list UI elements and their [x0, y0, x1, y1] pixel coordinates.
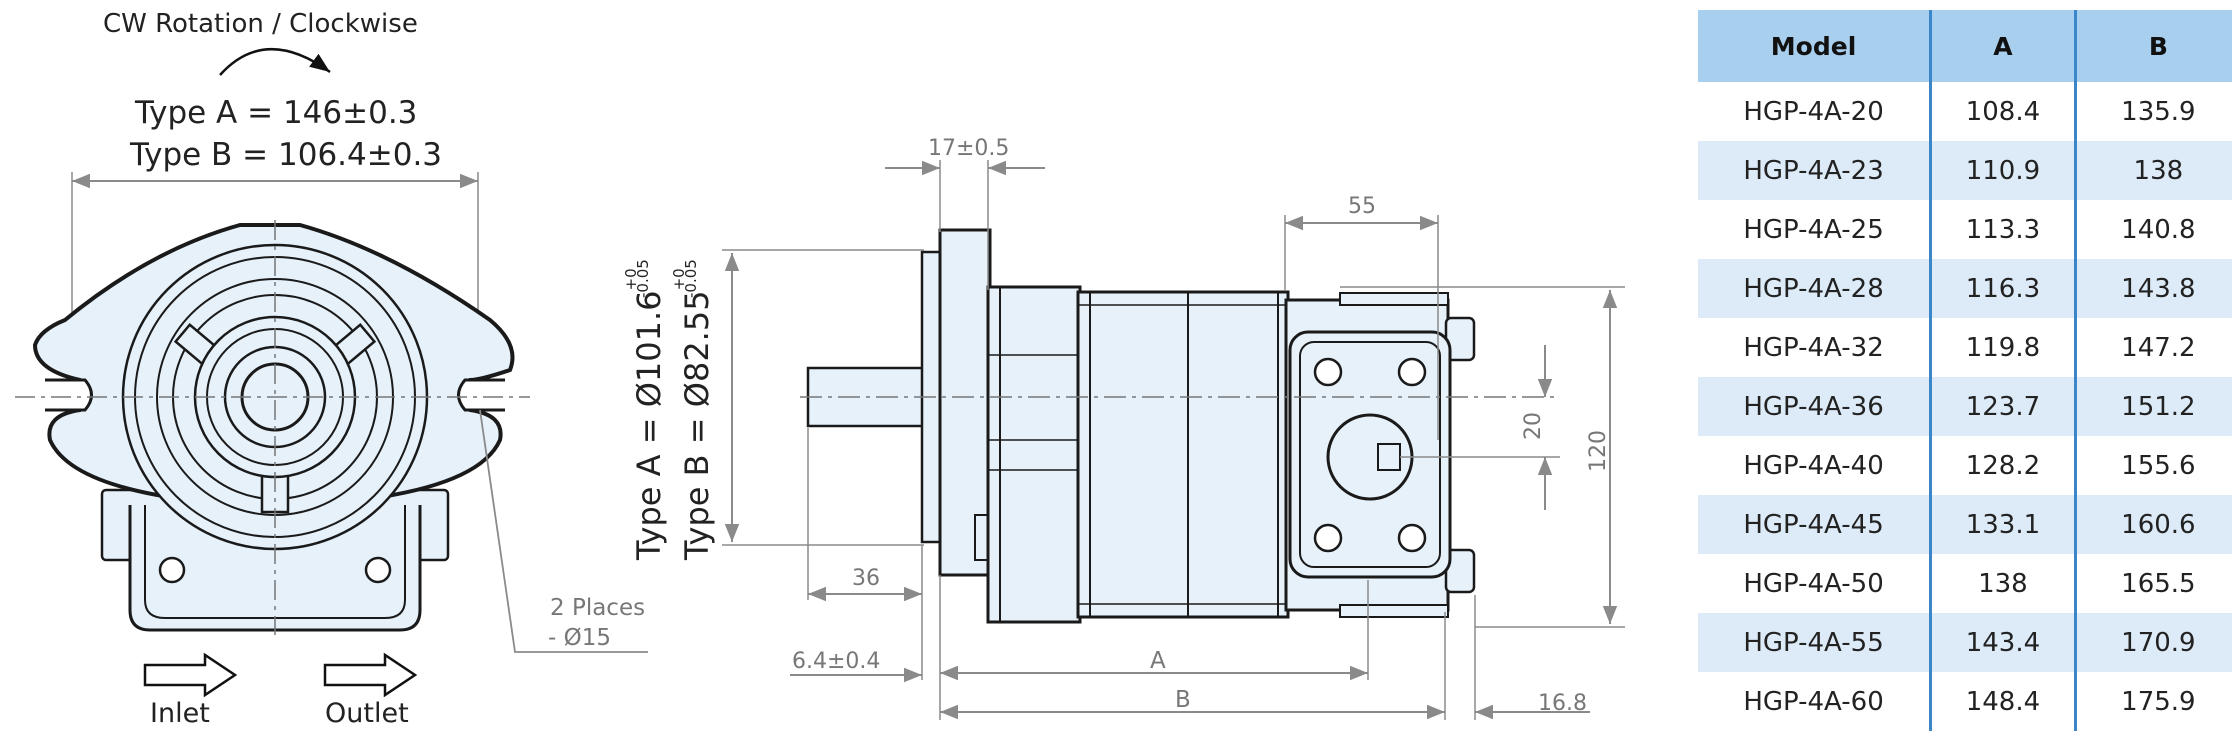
rotation-arrow [219, 48, 331, 76]
technical-drawing: CW Rotation / Clockwise Type A = 146±0.3… [15, 9, 1625, 729]
port-offset-label: 55 [1348, 194, 1376, 219]
cell-model: HGP-4A-32 [1698, 318, 1933, 377]
cell-a: 108.4 [1930, 82, 2077, 141]
header-b: B [2075, 10, 2232, 82]
cell-model: HGP-4A-36 [1698, 377, 1933, 436]
type-b-pilot-tol-lower: -0.05 [682, 259, 700, 298]
shaft-length-label: 36 [852, 566, 880, 591]
side-view: 17±0.5 55 Type A = Ø101.6+0 -0.05 Type B… [622, 136, 1625, 720]
port-bolt-hole-left [158, 556, 186, 584]
cell-a: 128.2 [1930, 436, 2077, 495]
cell-b: 147.2 [2121, 332, 2196, 363]
cell-model: HGP-4A-28 [1698, 259, 1933, 318]
mount-holes-line2: - Ø15 [548, 625, 611, 651]
cell-a: 110.9 [1930, 141, 2077, 200]
header-a: A [1930, 10, 2077, 82]
shaft-offset-label: 6.4±0.4 [792, 649, 880, 674]
cell-model: HGP-4A-60 [1698, 672, 1933, 731]
dimension-b-label: B [1175, 687, 1191, 713]
cell-a: 113.3 [1930, 200, 2077, 259]
cell-a: 138 [1930, 554, 2077, 613]
cell-a: 123.7 [1930, 377, 2077, 436]
cell-model: HGP-4A-45 [1698, 495, 1933, 554]
inlet-label: Inlet [150, 698, 210, 729]
type-b-pilot-label: Type B = Ø82.55+0 [670, 268, 716, 561]
type-a-pilot-label: Type A = Ø101.6+0 [622, 268, 668, 561]
cell-b: 155.6 [2121, 450, 2196, 481]
type-a-width-label: Type A = 146±0.3 [134, 95, 417, 131]
cell-b: 165.5 [2121, 568, 2196, 599]
cell-model: HGP-4A-25 [1698, 200, 1933, 259]
outlet-arrow-icon [323, 652, 418, 698]
type-a-pilot-tol-lower: -0.05 [634, 259, 652, 298]
cell-model: HGP-4A-40 [1698, 436, 1933, 495]
cell-b: 160.6 [2075, 495, 2232, 554]
cell-b: 143.8 [2075, 259, 2232, 318]
dimension-a-label: A [1150, 648, 1166, 674]
pump-body [1076, 290, 1290, 619]
flange-thickness-label: 17±0.5 [928, 136, 1009, 161]
inlet-arrow-icon [143, 652, 238, 698]
port-bolt-1 [1313, 357, 1343, 387]
table-header-row: Model A B [1698, 10, 2232, 82]
cell-a: 143.4 [1930, 613, 2077, 672]
type-b-width-label: Type B = 106.4±0.3 [129, 137, 442, 173]
cell-model: HGP-4A-55 [1698, 613, 1933, 672]
rear-length-label: 16.8 [1538, 691, 1587, 716]
cell-b: 138 [2075, 141, 2232, 200]
mount-hole-leader [479, 409, 648, 653]
overall-height-label: 120 [1586, 430, 1611, 472]
front-view: CW Rotation / Clockwise Type A = 146±0.3… [15, 9, 648, 729]
cell-model: HGP-4A-20 [1698, 82, 1933, 141]
port-bolt-3 [1313, 523, 1343, 553]
cell-b: 151.2 [2075, 377, 2232, 436]
rotation-label: CW Rotation / Clockwise [103, 9, 418, 39]
port-bolt-4 [1397, 523, 1427, 553]
front-cover [986, 285, 1082, 624]
outlet-label: Outlet [325, 698, 409, 729]
port-bolt-hole-right [364, 556, 392, 584]
cell-a: 119.8 [1930, 318, 2077, 377]
cell-a: 148.4 [1930, 672, 2077, 731]
mount-holes-line1: 2 Places [550, 595, 645, 621]
port-height-label: 20 [1521, 412, 1546, 440]
cell-b: 135.9 [2121, 96, 2196, 127]
cell-model: HGP-4A-23 [1698, 141, 1933, 200]
cell-b: 140.8 [2121, 214, 2196, 245]
cell-a: 133.1 [1930, 495, 2077, 554]
cell-b: 175.9 [2121, 686, 2196, 717]
port-bolt-2 [1397, 357, 1427, 387]
cell-b: 170.9 [2075, 613, 2232, 672]
header-model: Model [1698, 10, 1933, 82]
cell-a: 116.3 [1930, 259, 2077, 318]
cell-model: HGP-4A-50 [1698, 554, 1933, 613]
